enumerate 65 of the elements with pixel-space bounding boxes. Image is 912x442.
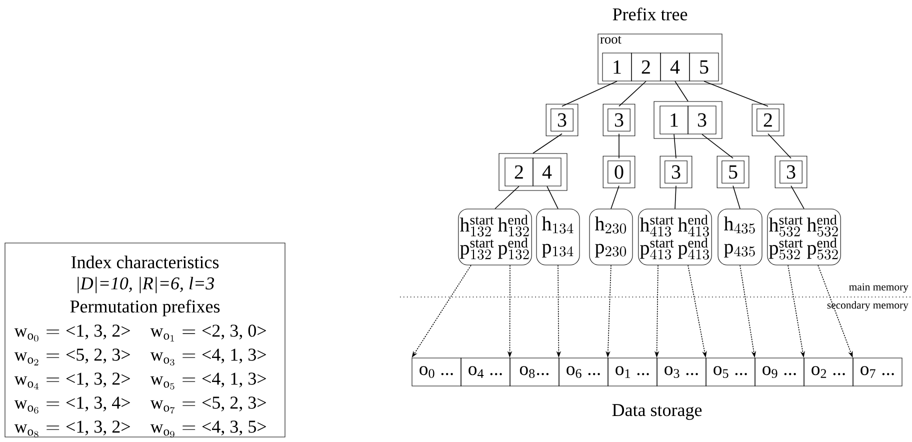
prefix-formula: $\mathrm{w}_{\mathrm{o}_{8}}=\mbox{<1, 3, 2>}$ xyxy=(14,420,130,438)
tree-edge xyxy=(494,186,520,210)
tree-edge xyxy=(674,134,676,159)
tree-node-box: 5 xyxy=(716,156,750,188)
prefix-formula: $\mathrm{w}_{\mathrm{o}_{7}}=\mbox{<5, 2, 3>}$ xyxy=(150,396,266,414)
tree-edge xyxy=(618,133,620,159)
tree-node-box: 0 xyxy=(602,156,636,188)
key-cell: 1 xyxy=(602,52,632,82)
prefix-formula: $\mathrm{w}_{\mathrm{o}_{1}}=\mbox{<2, 3, 0>}$ xyxy=(150,324,266,342)
key-cell: 2 xyxy=(631,52,661,82)
title-text: Prefix tree xyxy=(612,8,688,20)
storage-cell: o$_{8}$... xyxy=(510,358,560,386)
storage-cell: o$_{2}$ ... xyxy=(804,358,854,386)
tree-edge xyxy=(732,185,740,210)
heading-text: Index characteristics xyxy=(71,256,219,268)
prefix-formula: $\mathrm{w}_{\mathrm{o}_{9}}=\mbox{<4, 3, 5>}$ xyxy=(150,420,266,438)
key-cell: 4 xyxy=(532,158,562,186)
leaf-box: $\mathrm{h}_{435}$ $\mathrm{p}_{435}$ xyxy=(718,208,762,266)
title-text: Data storage xyxy=(612,404,702,420)
storage-cell: o$_{3}$ ... xyxy=(656,358,706,386)
tree-edge xyxy=(674,185,676,210)
heading-text: |D|=10, |R|=6, l=3 xyxy=(78,276,214,294)
key-cell: 5 xyxy=(689,52,719,82)
storage-cell: o$_{0}$ ... xyxy=(412,358,462,386)
storage-cell: o$_{1}$ ... xyxy=(608,358,658,386)
tree-edge xyxy=(790,185,804,210)
tree-node-box: 3 xyxy=(546,104,578,136)
tree-edge xyxy=(562,80,618,107)
leaf-box: $\mathrm{h}_{134}$ $\mathrm{p}_{134}$ xyxy=(536,208,580,266)
key-cell: 4 xyxy=(660,52,690,82)
tree-edge xyxy=(546,186,558,210)
tree-edge xyxy=(768,133,792,159)
leaf-box: $\mathrm{h}^{\mathrm{start}}_{132}\,\mathrm{h}^{\mathrm{end}}_{132}$ $\mathrm{p}^{\mathrm{start}}_{132}\,\mathrm{p}^{\mathrm{end}}_{132}$ xyxy=(458,208,532,266)
prefix-formula: $\mathrm{w}_{\mathrm{o}_{2}}=\mbox{<5, 2, 3>}$ xyxy=(14,348,130,366)
heading-text: Permutation prefixes xyxy=(70,300,220,316)
key-cell: 1 xyxy=(660,106,688,134)
tree-node-box: 3 xyxy=(660,156,692,188)
prefix-formula: $\mathrm{w}_{\mathrm{o}_{0}}=\mbox{<1, 3, 2>}$ xyxy=(14,324,130,342)
tree-node-box: 3 xyxy=(774,156,808,188)
storage-cell: o$_{5}$ ... xyxy=(706,358,756,386)
storage-cell: o$_{4}$ ... xyxy=(460,358,510,386)
leaf-box: $\mathrm{h}_{230}$ $\mathrm{p}_{230}$ xyxy=(589,208,633,266)
tree-node-box: 2 xyxy=(752,104,784,136)
tree-edge xyxy=(610,185,620,210)
key-cell: 2 xyxy=(504,158,534,186)
tree-node-box xyxy=(498,153,568,191)
tree-edge xyxy=(702,134,734,159)
tree-node-box: 3 xyxy=(602,104,636,136)
storage-cell: o$_{7}$ ... xyxy=(852,358,902,386)
prefix-formula: $\mathrm{w}_{\mathrm{o}_{6}}=\mbox{<1, 3, 4>}$ xyxy=(14,396,130,414)
prefix-formula: $\mathrm{w}_{\mathrm{o}_{4}}=\mbox{<1, 3, 2>}$ xyxy=(14,372,130,390)
tree-edge xyxy=(532,133,562,154)
tree-node-box xyxy=(654,101,722,139)
tree-edge xyxy=(674,80,688,102)
prefix-formula: $\mathrm{w}_{\mathrm{o}_{3}}=\mbox{<4, 1, 3>}$ xyxy=(150,348,266,366)
prefix-formula: $\mathrm{w}_{\mathrm{o}_{5}}=\mbox{<4, 1, 3>}$ xyxy=(150,372,266,390)
tree-edge xyxy=(704,80,768,107)
memory-label: main memory xyxy=(849,283,908,293)
tree-edge xyxy=(618,80,646,107)
leaf-box: $\mathrm{h}^{\mathrm{start}}_{413}\,\mathrm{h}^{\mathrm{end}}_{413}$ $\mathrm{p}^{\mathrm{start}}_{413}\,\mathrm{p}^{\mathrm{end}}_{413}$ xyxy=(638,208,712,266)
storage-cell: o$_{6}$ ... xyxy=(558,358,608,386)
key-cell: 3 xyxy=(688,106,716,134)
leaf-box: $\mathrm{h}^{\mathrm{start}}_{532}\,\mathrm{h}^{\mathrm{end}}_{532}$ $\mathrm{p}^{\mathrm{start}}_{532}\,\mathrm{p}^{\mathrm{end}}_{532}$ xyxy=(767,208,841,266)
memory-label: secondary memory xyxy=(827,301,908,311)
storage-cell: o$_{9}$ ... xyxy=(754,358,804,386)
